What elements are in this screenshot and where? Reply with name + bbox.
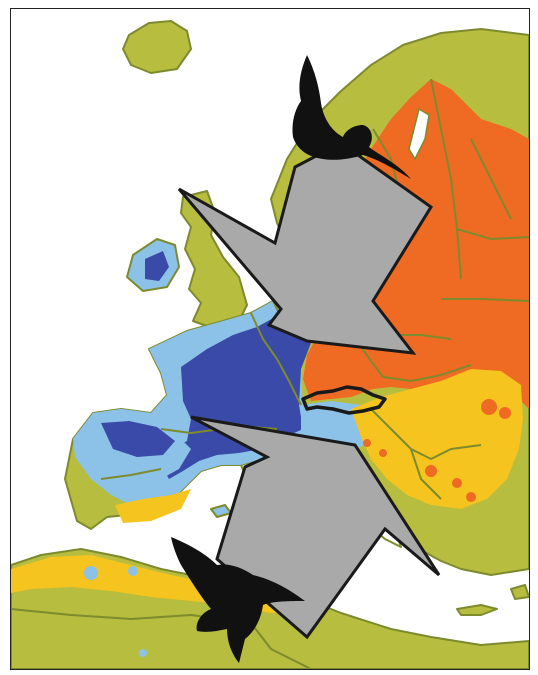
orange-spot [481,399,497,415]
range-iberia-yellow [115,489,191,523]
orange-spot [379,449,387,457]
lake [408,107,430,161]
crete [456,604,498,616]
orange-spot [466,492,476,502]
orange-spot [363,439,371,447]
bird-silhouette-icon [292,55,411,179]
africa-blue-spot [128,566,138,576]
iceland [122,20,192,74]
migration-arrow-north [177,141,434,355]
orange-spot [452,478,462,488]
orange-spot [499,407,511,419]
range-spain-dark-blue [101,421,175,457]
orange-spot [425,465,437,477]
bird-silhouette-icon [171,537,305,663]
europe-migration-map [11,9,529,669]
map-frame [10,8,530,670]
ireland-core [145,251,169,281]
range-yellow-balkans [351,369,523,509]
africa-blue-spot [84,566,98,580]
africa-blue-spot [139,649,147,657]
cyprus [510,584,529,600]
austria-outline [301,385,387,415]
